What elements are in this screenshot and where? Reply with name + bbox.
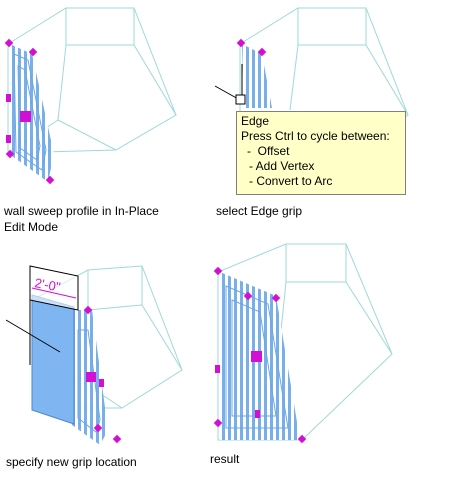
placement-cursor[interactable] [5,290,61,365]
grip [4,38,14,48]
grip [251,351,262,362]
grip-points[interactable] [236,38,267,57]
grip-points[interactable] [83,305,122,444]
dimension-label: 2'-0" [33,275,61,294]
grip [271,293,281,303]
grip [99,379,104,387]
caption-panel-1-line-2: Edit Mode [4,220,59,234]
sweep-profile [242,44,272,108]
tooltip-title: Edge [241,114,270,128]
panel-3-diagram: 2'-0" [5,265,183,445]
grip [93,423,103,433]
dimension-box: 2'-0" [29,265,79,311]
caption-panel-1-line-1: wall sweep profile in In-Place [4,204,159,218]
caption-panel-4: result [210,452,240,466]
tooltip-option-convert-to-arc: - Convert to Arc [249,174,333,188]
tooltip-instruction: Press Ctrl to cycle between: [241,129,390,143]
grip [6,135,11,143]
grip [213,266,223,276]
edge-grip-tooltip: Edge Press Ctrl to cycle between: - Offs… [236,111,406,195]
panel-1-diagram [4,7,177,185]
grip [257,47,267,57]
new-profile-area [31,294,75,425]
grip-points[interactable] [213,266,307,444]
grip [297,434,307,444]
grip [236,38,246,48]
grip [112,434,122,444]
grip [215,365,220,373]
grip [45,175,55,185]
panel-2-diagram [214,7,409,154]
tooltip-option-offset: - Offset [247,144,290,158]
panel-4-diagram [213,243,393,444]
sweep-profile [10,44,54,182]
grip [243,291,253,301]
grip [255,410,260,418]
grip [83,305,93,315]
caption-panel-3: specify new grip location [6,455,137,469]
caption-panel-2: select Edge grip [216,204,303,218]
edge-grip-cursor[interactable] [214,64,246,105]
tooltip-option-add-vertex: - Add Vertex [249,159,315,173]
grip [28,47,38,57]
grip [86,372,96,382]
grip-points[interactable] [4,38,55,185]
grip [6,94,11,102]
grip [213,418,223,428]
grip [20,111,31,122]
